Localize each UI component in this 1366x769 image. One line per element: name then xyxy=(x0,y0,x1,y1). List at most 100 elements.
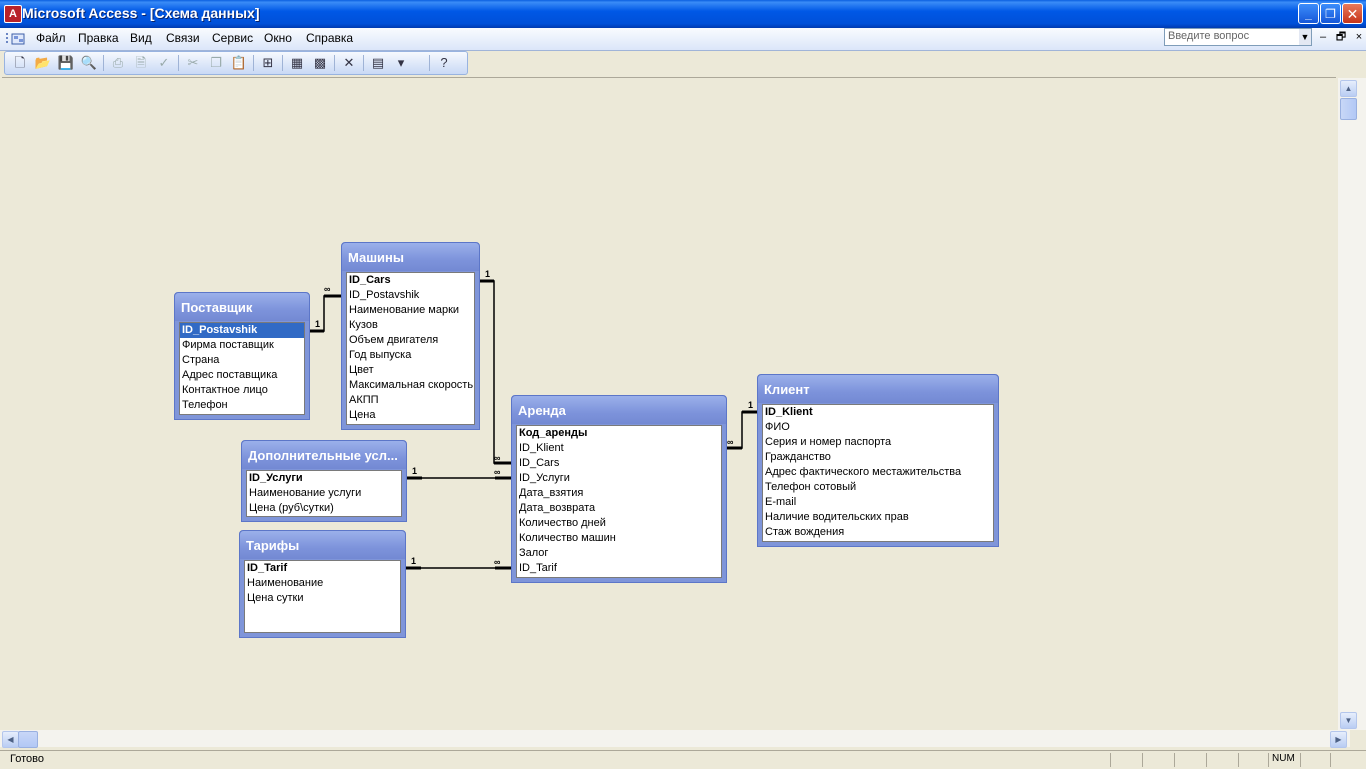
mdi-restore-button[interactable]: 🗗 xyxy=(1335,31,1347,43)
table-window-arenda[interactable]: Аренда Код_аренды ID_Klient ID_Cars ID_У… xyxy=(511,395,727,583)
copy-icon[interactable]: ❐ xyxy=(210,55,222,70)
new-object-icon[interactable]: ▾ xyxy=(397,55,405,70)
scroll-up-icon[interactable]: ▲ xyxy=(1340,80,1357,97)
close-button[interactable]: ✕ xyxy=(1342,3,1363,24)
table-window-tarify[interactable]: Тарифы ID_Tarif Наименование Цена сутки xyxy=(239,530,406,638)
database-window-icon[interactable]: ▤ xyxy=(371,55,385,70)
field-item[interactable]: ID_Услуги xyxy=(249,472,303,484)
chevron-down-icon[interactable]: ▼ xyxy=(1299,29,1311,45)
menu-edit[interactable]: Правка xyxy=(78,31,119,45)
field-item[interactable]: ID_Tarif xyxy=(247,562,288,574)
save-icon[interactable]: 💾 xyxy=(57,55,75,70)
field-item[interactable]: Цена сутки xyxy=(247,592,304,604)
field-item[interactable]: Наименование марки xyxy=(349,304,460,316)
field-item[interactable]: Гражданство xyxy=(765,451,831,463)
help-icon[interactable]: ? xyxy=(440,55,448,70)
field-item[interactable]: Дата_возврата xyxy=(519,502,596,514)
field-item[interactable]: Адрес фактического местажительства xyxy=(765,466,962,478)
field-item[interactable]: ID_Postavshik xyxy=(349,289,420,301)
field-item[interactable]: Залог xyxy=(519,547,549,559)
field-item[interactable]: Объем двигателя xyxy=(349,334,439,346)
table-window-klient[interactable]: Клиент ID_Klient ФИО Серия и номер паспо… xyxy=(757,374,999,547)
field-item[interactable]: Наименование xyxy=(247,577,324,589)
field-item[interactable]: Наименование услуги xyxy=(249,487,362,499)
field-list[interactable]: ID_Услуги Наименование услуги Цена (руб\… xyxy=(246,470,402,517)
field-item[interactable]: ФИО xyxy=(765,421,790,433)
field-item[interactable]: ID_Услуги xyxy=(519,472,570,484)
table-title[interactable]: Клиент xyxy=(758,375,998,403)
field-item[interactable]: ID_Klient xyxy=(765,406,813,418)
field-item[interactable]: Код_аренды xyxy=(519,427,588,439)
scroll-thumb[interactable] xyxy=(18,731,38,748)
menu-relationships[interactable]: Связи xyxy=(166,31,200,45)
field-item[interactable]: Фирма поставщик xyxy=(182,339,274,351)
show-direct-icon[interactable]: ▦ xyxy=(290,55,304,70)
open-icon[interactable]: 📂 xyxy=(34,55,52,70)
field-item[interactable]: Количество машин xyxy=(519,532,616,544)
field-item[interactable]: Наличие водительских прав xyxy=(765,511,909,523)
print-preview-icon[interactable]: 🔍 xyxy=(80,55,98,70)
field-item[interactable]: Адрес поставщика xyxy=(182,369,278,381)
field-item[interactable]: Цена (руб\сутки) xyxy=(249,502,334,514)
new-icon[interactable]: 🗋 xyxy=(14,55,26,70)
menu-file[interactable]: Файл xyxy=(36,31,66,45)
field-item[interactable]: Цвет xyxy=(349,364,374,376)
ask-question-input[interactable]: Введите вопрос ▼ xyxy=(1164,28,1312,46)
field-list[interactable]: Код_аренды ID_Klient ID_Cars ID_Услуги Д… xyxy=(516,425,722,578)
delete-icon[interactable]: ✕ xyxy=(343,55,355,70)
field-list[interactable]: ID_Postavshik Фирма поставщик Страна Адр… xyxy=(179,322,305,415)
table-window-mashiny[interactable]: Машины ID_Cars ID_Postavshik Наименовани… xyxy=(341,242,480,430)
spelling-icon[interactable]: ✓ xyxy=(158,55,170,70)
print-icon[interactable]: ⎙ xyxy=(112,55,124,70)
preview-icon[interactable]: 🗎 xyxy=(135,55,147,70)
field-item[interactable]: Телефон сотовый xyxy=(765,481,857,493)
show-table-icon[interactable]: ⊞ xyxy=(262,55,274,70)
scroll-left-icon[interactable]: ◀ xyxy=(2,731,19,748)
field-item[interactable]: ID_Postavshik xyxy=(180,323,304,338)
access-app-icon[interactable]: A xyxy=(4,5,22,23)
show-all-icon[interactable]: ▩ xyxy=(313,55,327,70)
scroll-down-icon[interactable]: ▼ xyxy=(1340,712,1357,729)
menu-help[interactable]: Справка xyxy=(306,31,354,45)
table-title[interactable]: Тарифы xyxy=(240,531,405,559)
field-item[interactable]: Цена xyxy=(349,409,376,421)
field-item[interactable]: ID_Cars xyxy=(349,274,391,286)
table-window-dop-uslugi[interactable]: Дополнительные усл... ID_Услуги Наименов… xyxy=(241,440,407,522)
field-item[interactable]: Страна xyxy=(182,354,220,366)
table-window-postavshik[interactable]: Поставщик ID_Postavshik Фирма поставщик … xyxy=(174,292,310,420)
field-item[interactable]: ID_Cars xyxy=(519,457,560,469)
table-title[interactable]: Поставщик xyxy=(175,293,309,321)
field-list[interactable]: ID_Klient ФИО Серия и номер паспорта Гра… xyxy=(762,404,994,542)
horizontal-scrollbar[interactable]: ◀ ▶ xyxy=(0,730,1350,748)
field-item[interactable]: ID_Tarif xyxy=(519,562,557,574)
field-item[interactable]: Дата_взятия xyxy=(519,487,584,499)
vertical-scrollbar[interactable]: ▲ ▼ xyxy=(1338,78,1366,730)
field-item[interactable]: Количество дней xyxy=(519,517,606,529)
menu-window[interactable]: Окно xyxy=(264,31,292,45)
cut-icon[interactable]: ✂ xyxy=(187,55,199,70)
minimize-button[interactable]: _ xyxy=(1298,3,1319,24)
field-list[interactable]: ID_Tarif Наименование Цена сутки xyxy=(244,560,401,633)
menu-view[interactable]: Вид xyxy=(130,31,152,45)
field-item[interactable]: Максимальная скорость ( xyxy=(349,379,475,391)
field-item[interactable]: Год выпуска xyxy=(349,349,412,361)
field-item[interactable]: Телефон xyxy=(182,399,228,411)
field-list[interactable]: ID_Cars ID_Postavshik Наименование марки… xyxy=(346,272,475,425)
field-item[interactable]: Кузов xyxy=(349,319,378,331)
field-item[interactable]: ID_Klient xyxy=(519,442,564,454)
table-title[interactable]: Аренда xyxy=(512,396,726,424)
field-item[interactable]: E-mail xyxy=(765,496,797,508)
field-item[interactable]: Серия и номер паспорта xyxy=(765,436,892,448)
scroll-thumb[interactable] xyxy=(1340,98,1357,120)
menu-tools[interactable]: Сервис xyxy=(212,31,254,45)
restore-button[interactable]: ❐ xyxy=(1320,3,1341,24)
mdi-close-button[interactable]: × xyxy=(1355,31,1363,43)
field-item[interactable]: АКПП xyxy=(349,394,379,406)
table-title[interactable]: Дополнительные усл... xyxy=(242,441,406,469)
mdi-minimize-button[interactable]: – xyxy=(1319,31,1327,43)
field-item[interactable]: Стаж вождения xyxy=(765,526,845,538)
field-item[interactable]: Контактное лицо xyxy=(182,384,268,396)
table-title[interactable]: Машины xyxy=(342,243,479,271)
scroll-right-icon[interactable]: ▶ xyxy=(1330,731,1347,748)
paste-icon[interactable]: 📋 xyxy=(230,55,248,70)
